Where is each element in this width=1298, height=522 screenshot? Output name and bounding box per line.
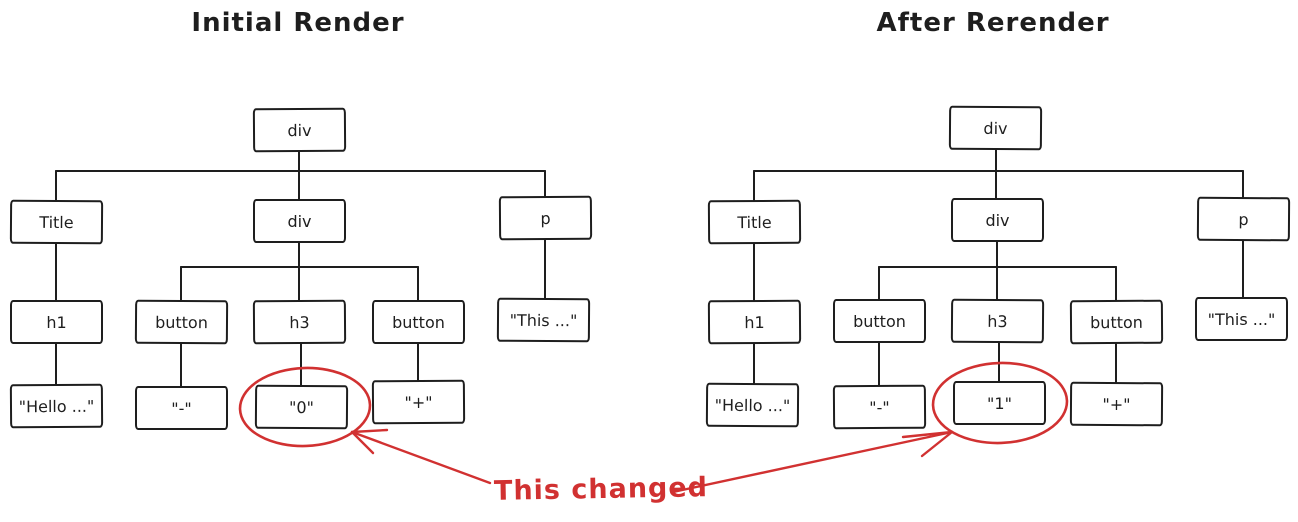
left-tree-connectors	[55, 151, 546, 387]
node-div-root: div	[948, 105, 1043, 151]
node-div-root: div	[252, 107, 347, 153]
node-text-hello: "Hello ..."	[705, 382, 800, 428]
node-title: Title	[707, 199, 802, 245]
node-p: p	[1196, 196, 1291, 242]
node-text-count: "1"	[953, 381, 1046, 425]
node-button-plus: button	[372, 300, 465, 344]
node-text-minus: "-"	[135, 386, 228, 430]
arrow-to-left-ellipse	[350, 428, 492, 485]
node-button-minus: button	[134, 299, 229, 345]
node-h3: h3	[252, 299, 347, 345]
annotation-this-changed: This changed	[493, 472, 709, 507]
node-h1: h1	[707, 299, 802, 345]
node-text-hello: "Hello ..."	[9, 383, 104, 429]
node-text-this: "This ..."	[1195, 297, 1288, 341]
node-div-child: div	[951, 198, 1044, 242]
highlight-ellipse-right	[931, 361, 1069, 445]
right-tree-connectors	[753, 149, 1244, 386]
node-button-plus: button	[1069, 299, 1164, 345]
node-p: p	[498, 195, 593, 241]
node-text-plus: "+"	[371, 379, 466, 425]
node-div-child: div	[253, 199, 346, 243]
arrow-to-right-ellipse	[671, 430, 954, 494]
node-button-minus: button	[833, 299, 926, 343]
node-text-minus: "-"	[832, 384, 927, 430]
node-text-this: "This ..."	[496, 297, 591, 343]
node-h3: h3	[950, 298, 1045, 344]
node-text-count: "0"	[254, 384, 349, 430]
node-title: Title	[9, 199, 104, 245]
node-h1: h1	[10, 300, 103, 344]
right-panel-title: After Rerender	[876, 8, 1110, 38]
node-text-plus: "+"	[1069, 381, 1164, 427]
highlight-ellipse-left	[238, 366, 372, 448]
left-panel-title: Initial Render	[191, 8, 405, 38]
